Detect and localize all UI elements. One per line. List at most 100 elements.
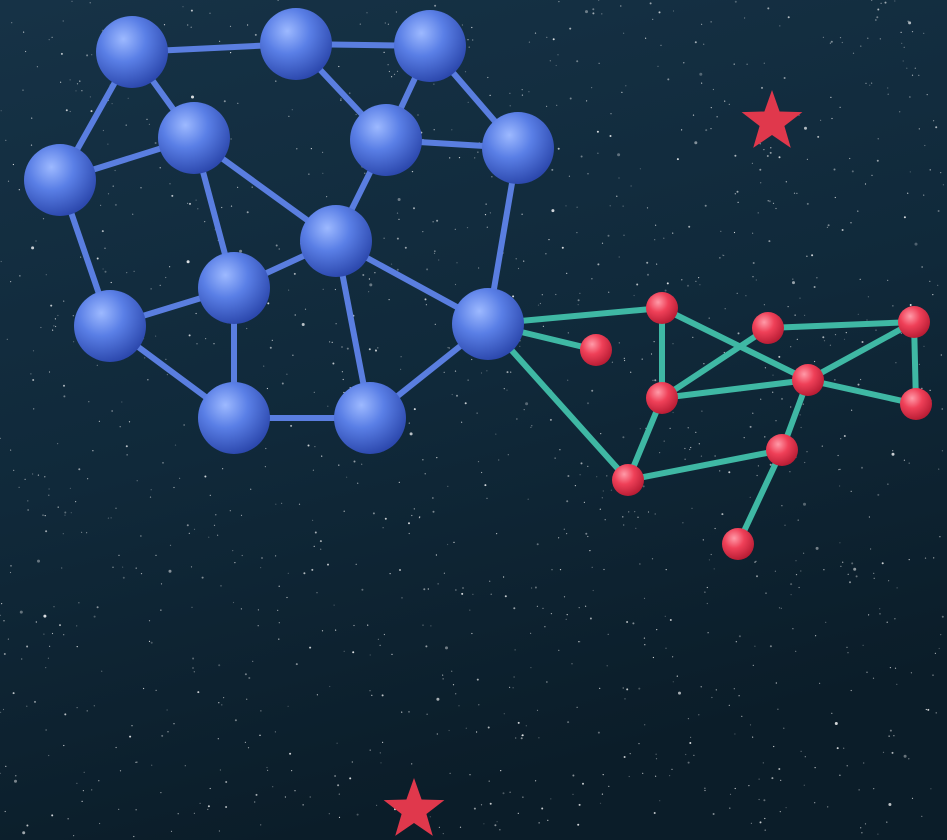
dust-star <box>760 398 762 400</box>
dust-star <box>641 358 643 360</box>
dust-star <box>22 831 26 835</box>
dust-star <box>188 334 191 337</box>
dust-star <box>73 341 75 343</box>
dust-star <box>92 450 94 452</box>
dust-star <box>880 2 882 4</box>
dust-star <box>891 452 895 456</box>
dust-star <box>690 736 692 739</box>
dust-star <box>623 524 625 526</box>
dust-star <box>240 608 242 610</box>
dust-star <box>432 221 434 223</box>
dust-star <box>3 620 5 622</box>
dust-star <box>695 431 697 433</box>
dust-star <box>340 99 342 101</box>
dust-star <box>380 762 382 764</box>
dust-star <box>335 323 337 325</box>
dust-star <box>651 558 654 560</box>
dust-star <box>337 784 340 787</box>
dust-star <box>462 587 464 589</box>
dust-star <box>99 822 101 825</box>
dust-star <box>70 512 72 514</box>
dust-star <box>763 149 765 151</box>
dust-star <box>667 78 670 81</box>
dust-star <box>550 613 553 615</box>
dust-star <box>710 21 712 23</box>
dust-star <box>876 16 879 19</box>
dust-star <box>329 341 331 343</box>
dust-star <box>549 418 552 421</box>
dust-star <box>159 284 161 286</box>
dust-star <box>62 533 64 535</box>
teal-edge <box>805 377 919 407</box>
dust-star <box>86 710 88 712</box>
dust-star <box>111 410 113 412</box>
dust-star <box>186 260 190 264</box>
dust-star <box>940 172 942 174</box>
dust-star <box>248 677 251 679</box>
dust-star <box>704 787 706 789</box>
dust-star <box>125 445 128 448</box>
dust-star <box>767 200 769 202</box>
dust-star <box>706 602 708 605</box>
dust-star <box>160 609 162 611</box>
dust-star <box>73 835 75 837</box>
dust-star <box>480 804 483 806</box>
dust-star <box>71 0 73 2</box>
dust-star <box>374 272 376 274</box>
dust-star <box>571 663 573 665</box>
blue-node <box>350 104 422 176</box>
dust-star <box>183 424 185 426</box>
dust-star <box>434 323 436 325</box>
dust-star <box>31 473 34 475</box>
dust-star <box>806 158 809 160</box>
dust-star <box>465 727 467 729</box>
dust-star <box>799 297 801 299</box>
dust-star <box>451 129 453 131</box>
dust-star <box>150 489 152 491</box>
dust-star <box>621 91 623 93</box>
dust-star <box>875 329 877 331</box>
dust-star <box>860 378 862 381</box>
dust-star <box>512 295 515 298</box>
dust-star <box>487 726 490 729</box>
dust-star <box>69 79 71 81</box>
dust-star <box>535 780 537 782</box>
dust-star <box>814 767 816 769</box>
dust-star <box>218 702 220 704</box>
dust-star <box>577 823 580 826</box>
dust-star <box>745 295 747 297</box>
dust-star <box>639 563 641 565</box>
dust-star <box>521 734 524 737</box>
dust-star <box>790 346 792 348</box>
dust-star <box>10 281 12 283</box>
dust-star <box>738 635 741 638</box>
dust-star <box>11 22 13 24</box>
dust-star <box>128 421 131 423</box>
dust-star <box>98 420 100 422</box>
dust-star <box>787 306 789 308</box>
dust-star <box>10 449 12 451</box>
dust-star <box>461 592 464 595</box>
dust-star <box>822 36 825 38</box>
dust-star <box>466 227 469 229</box>
dust-star <box>704 591 706 593</box>
dust-star <box>5 765 7 768</box>
dust-star <box>646 261 649 264</box>
dust-star <box>758 798 760 801</box>
dust-star <box>13 469 15 471</box>
dust-star <box>197 691 200 694</box>
dust-star <box>565 205 567 207</box>
dust-star <box>607 633 609 636</box>
blue-node <box>158 102 230 174</box>
dust-star <box>443 371 445 373</box>
dust-star <box>563 596 566 598</box>
dust-star <box>565 618 567 621</box>
dust-star <box>861 466 863 469</box>
dust-star <box>400 368 402 370</box>
dust-star <box>896 683 898 686</box>
dust-star <box>459 826 462 828</box>
dust-star <box>806 451 808 453</box>
dust-star <box>927 708 930 711</box>
dust-star <box>900 31 902 33</box>
dust-star <box>894 667 897 669</box>
